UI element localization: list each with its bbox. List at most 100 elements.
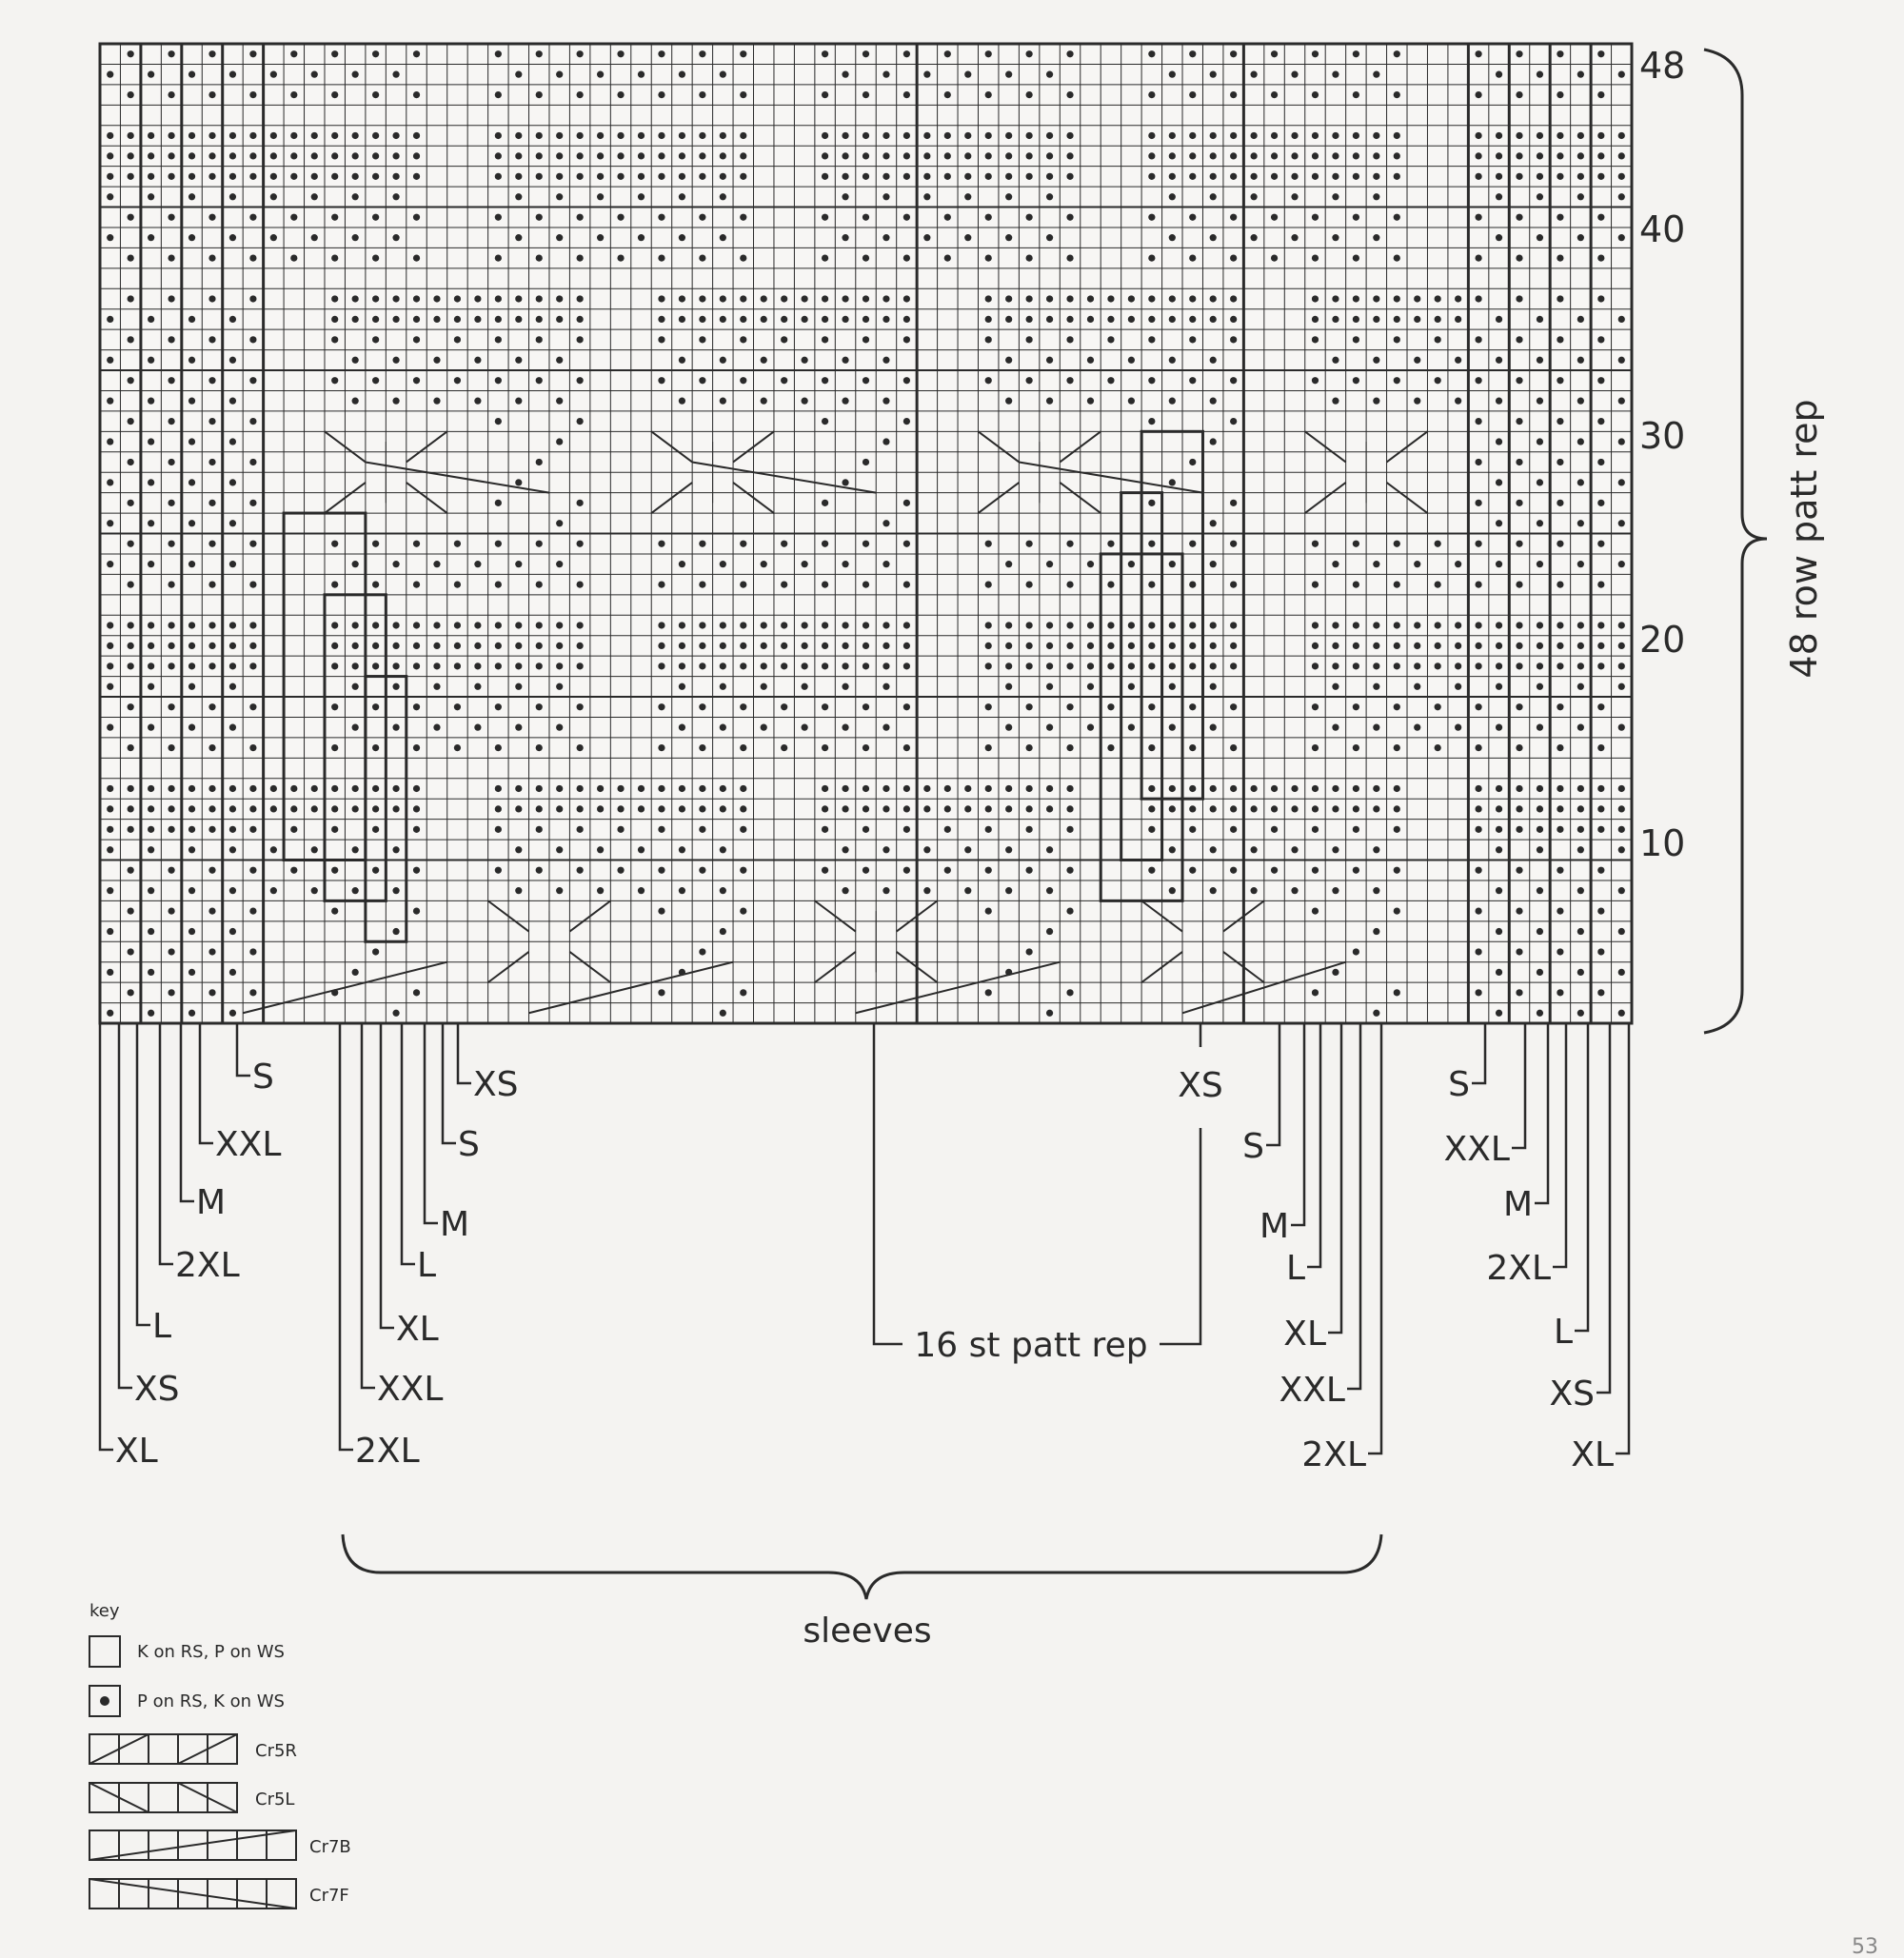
purl-dot	[1209, 438, 1217, 445]
purl-dot	[1455, 561, 1462, 568]
purl-dot	[1270, 784, 1279, 793]
purl-dot	[249, 377, 257, 385]
purl-dot	[862, 663, 870, 670]
purl-dot	[678, 682, 686, 690]
purl-dot	[127, 663, 134, 670]
purl-dot	[1475, 295, 1482, 303]
purl-dot	[719, 663, 726, 670]
purl-dot	[883, 846, 890, 854]
size-label-xxl: XXL	[377, 1370, 443, 1409]
purl-dot	[1086, 682, 1095, 690]
purl-dot	[678, 315, 686, 324]
purl-dot	[372, 540, 380, 547]
purl-dot	[1557, 417, 1564, 425]
purl-dot	[127, 336, 134, 344]
purl-dot	[1516, 540, 1523, 547]
purl-dot	[1332, 172, 1339, 180]
purl-dot	[1025, 805, 1033, 813]
purl-dot	[556, 622, 564, 629]
purl-dot	[1373, 70, 1380, 78]
purl-dot	[1393, 377, 1400, 385]
purl-dot	[1148, 295, 1156, 303]
purl-dot	[1005, 295, 1013, 303]
purl-dot	[148, 234, 155, 242]
purl-dot	[883, 642, 890, 650]
purl-dot	[1127, 397, 1135, 405]
purl-dot	[1516, 458, 1523, 466]
purl-dot	[781, 622, 788, 629]
purl-dot	[1393, 622, 1400, 629]
cr5r-stroke	[487, 951, 530, 983]
purl-dot	[494, 90, 502, 99]
purl-dot	[1414, 356, 1421, 364]
leader-line	[441, 1023, 456, 1145]
purl-dot	[1393, 336, 1400, 344]
key-diagonal	[89, 1733, 149, 1765]
purl-dot	[474, 723, 482, 731]
purl-dot-icon	[100, 1696, 109, 1706]
purl-dot	[1516, 703, 1523, 711]
purl-dot	[372, 336, 380, 344]
purl-dot	[943, 866, 951, 874]
purl-dot	[576, 866, 584, 874]
purl-dot	[1291, 887, 1299, 895]
purl-dot	[1189, 622, 1197, 629]
purl-dot	[943, 784, 951, 793]
purl-dot	[107, 846, 114, 854]
purl-dot	[148, 1009, 155, 1017]
purl-dot	[515, 356, 523, 364]
purl-dot	[188, 438, 196, 445]
purl-dot	[556, 438, 564, 445]
purl-dot	[1414, 682, 1421, 690]
purl-dot	[1597, 172, 1605, 180]
purl-dot	[310, 172, 318, 180]
purl-dot	[1373, 315, 1380, 324]
purl-dot	[1107, 315, 1115, 324]
purl-dot	[740, 805, 747, 813]
purl-dot	[433, 642, 441, 650]
cr5l-stroke	[487, 900, 530, 933]
purl-dot	[923, 887, 931, 895]
purl-dot	[1332, 152, 1339, 160]
purl-dot	[310, 234, 318, 242]
purl-dot	[372, 866, 380, 874]
purl-dot	[556, 642, 564, 650]
purl-dot	[658, 581, 665, 588]
purl-dot	[821, 50, 829, 58]
purl-dot	[269, 784, 277, 793]
purl-dot	[168, 581, 175, 588]
purl-dot	[576, 377, 584, 385]
size-outline	[364, 675, 408, 943]
purl-dot	[1005, 846, 1013, 854]
purl-dot	[412, 989, 421, 997]
purl-dot	[821, 152, 829, 160]
purl-dot	[1250, 234, 1258, 242]
purl-dot	[535, 663, 543, 670]
purl-dot	[760, 315, 767, 324]
purl-dot	[535, 172, 543, 180]
purl-dot	[494, 50, 502, 58]
purl-dot	[208, 805, 216, 813]
purl-dot	[699, 295, 706, 303]
purl-dot	[412, 336, 421, 344]
purl-dot	[1373, 846, 1380, 854]
purl-dot	[1311, 50, 1319, 58]
purl-dot	[351, 887, 359, 895]
purl-dot	[658, 622, 665, 629]
purl-dot	[984, 805, 992, 813]
purl-dot	[249, 948, 257, 956]
purl-dot	[1373, 927, 1380, 936]
purl-dot	[249, 784, 257, 793]
purl-dot	[208, 540, 216, 547]
purl-dot	[556, 315, 564, 324]
purl-dot	[188, 723, 196, 731]
purl-dot	[148, 172, 155, 180]
purl-dot	[943, 152, 951, 160]
purl-dot	[1617, 520, 1625, 527]
purl-dot	[412, 622, 421, 629]
purl-dot	[228, 397, 237, 405]
purl-dot	[740, 336, 747, 344]
purl-dot	[1597, 784, 1605, 793]
purl-dot	[1005, 784, 1013, 793]
purl-dot	[1373, 561, 1380, 568]
